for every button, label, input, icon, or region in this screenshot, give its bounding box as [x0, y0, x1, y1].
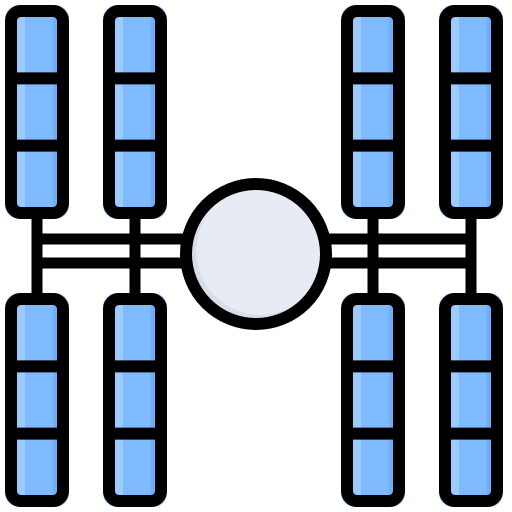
bottom-right-inner-solar-panel-icon — [341, 293, 405, 507]
top-left-outer-solar-panel-icon — [5, 5, 69, 219]
module-outline — [180, 178, 332, 330]
top-right-outer-solar-panel-icon — [439, 5, 503, 219]
panel-outline — [103, 293, 167, 507]
bottom-left-outer-solar-panel-icon — [5, 293, 69, 507]
bottom-left-inner-solar-panel-icon — [103, 293, 167, 507]
top-left-inner-solar-panel-icon — [103, 5, 167, 219]
top-right-inner-solar-panel-icon — [341, 5, 405, 219]
solar-panel-group — [5, 5, 503, 507]
panel-outline — [439, 293, 503, 507]
panel-outline — [5, 293, 69, 507]
panel-outline — [103, 5, 167, 219]
central-module-icon — [180, 178, 332, 330]
bottom-right-outer-solar-panel-icon — [439, 293, 503, 507]
module-body — [186, 184, 326, 324]
panel-outline — [341, 293, 405, 507]
panel-outline — [341, 5, 405, 219]
panel-outline — [5, 5, 69, 219]
panel-outline — [439, 5, 503, 219]
